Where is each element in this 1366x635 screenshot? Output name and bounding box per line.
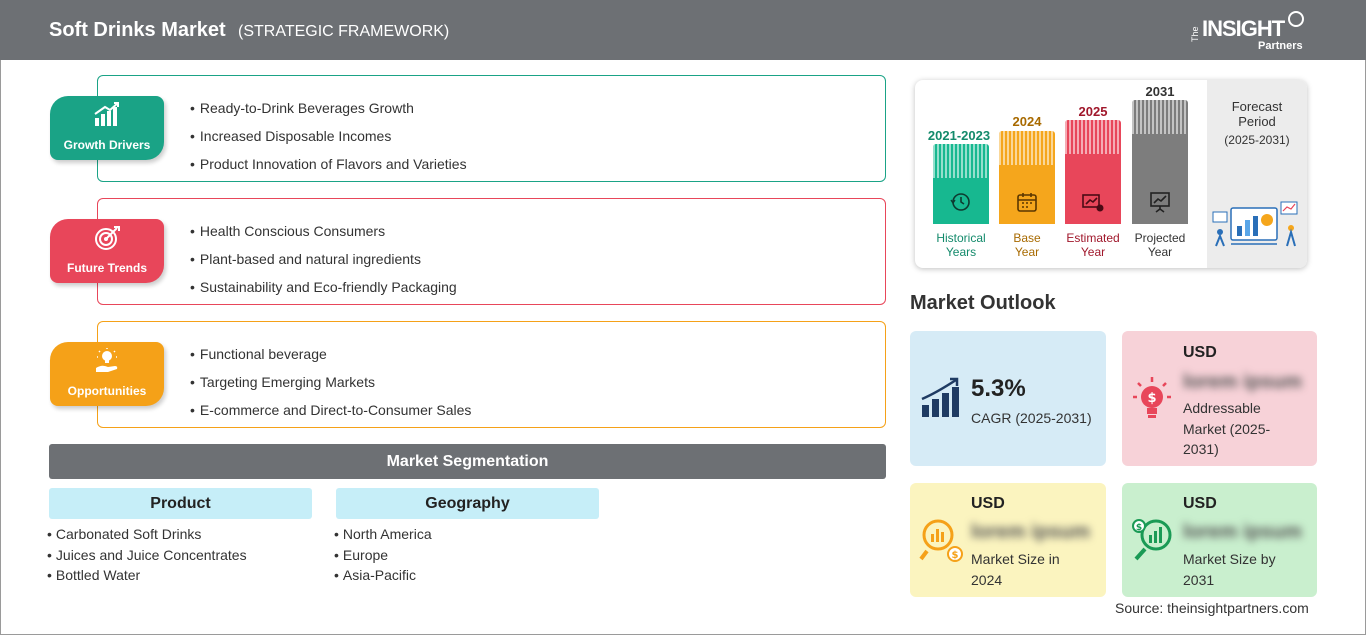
future-trends-badge: Future Trends bbox=[50, 219, 164, 283]
presentation-icon bbox=[1150, 192, 1170, 213]
opportunities-badge: Opportunities bbox=[50, 342, 164, 406]
svg-text:$: $ bbox=[1147, 391, 1156, 406]
magnifier-chart-icon: $ bbox=[919, 519, 963, 562]
cagr-card: 5.3% CAGR (2025-2031) bbox=[910, 331, 1106, 466]
market-outlook-title: Market Outlook bbox=[910, 292, 1056, 314]
growth-drivers-list: Ready-to-Drink Beverages Growth Increase… bbox=[190, 94, 467, 178]
size-2024-label: Market Size in 2024 bbox=[971, 551, 1060, 588]
market-size-2024-card: USD lorem ipsum $ Market Size in 2024 bbox=[910, 483, 1106, 597]
magnifier-growth-icon: $ bbox=[1132, 519, 1172, 561]
calendar-icon bbox=[1017, 193, 1037, 212]
list-item: Ready-to-Drink Beverages Growth bbox=[190, 94, 467, 122]
addressable-label: Addressable Market (2025- 2031) bbox=[1183, 400, 1271, 457]
size-2031-value: lorem ipsum bbox=[1183, 521, 1302, 543]
cagr-label: CAGR (2025-2031) bbox=[971, 410, 1092, 426]
list-item: Targeting Emerging Markets bbox=[190, 368, 471, 396]
opportunities-box: Functional beverage Targeting Emerging M… bbox=[97, 321, 886, 428]
idea-hand-icon bbox=[96, 348, 118, 372]
cagr-value: 5.3% bbox=[971, 375, 1026, 402]
size-2031-label: Market Size by 2031 bbox=[1183, 551, 1276, 588]
page-title: Soft Drinks Market bbox=[49, 19, 226, 41]
logo-the: The bbox=[1190, 26, 1200, 42]
timeline-year-projected: 2031 bbox=[1145, 84, 1175, 99]
header-bar: Soft Drinks Market (STRATEGIC FRAMEWORK)… bbox=[0, 0, 1366, 60]
timeline-year-estimated: 2025 bbox=[1078, 104, 1108, 119]
badge-label: Opportunities bbox=[67, 384, 147, 398]
segment-product-header: Product bbox=[49, 488, 312, 519]
list-item: Carbonated Soft Drinks bbox=[47, 524, 247, 545]
logo-bulb-icon bbox=[1288, 11, 1304, 27]
insight-partners-logo[interactable]: The INSIGHT Partners bbox=[1190, 10, 1310, 54]
size-2024-value: lorem ipsum bbox=[971, 521, 1090, 543]
growth-drivers-box: Ready-to-Drink Beverages Growth Increase… bbox=[97, 75, 886, 182]
growth-chart-icon bbox=[94, 102, 119, 126]
size-2024-currency: USD bbox=[971, 495, 1005, 512]
addressable-value: lorem ipsum bbox=[1183, 371, 1302, 393]
list-item: Health Conscious Consumers bbox=[190, 217, 457, 245]
list-item: Functional beverage bbox=[190, 340, 471, 368]
list-item: Asia-Pacific bbox=[334, 565, 432, 586]
market-segmentation-bar: Market Segmentation bbox=[49, 444, 886, 479]
badge-label: Future Trends bbox=[66, 261, 147, 275]
list-item: E-commerce and Direct-to-Consumer Sales bbox=[190, 396, 472, 424]
segment-geography-list: North America Europe Asia-Pacific bbox=[334, 524, 432, 586]
svg-text:$: $ bbox=[952, 550, 959, 561]
timeline-bar-projected bbox=[1132, 100, 1188, 224]
estimate-chart-icon bbox=[1082, 194, 1104, 212]
growth-bars-icon bbox=[921, 377, 959, 417]
logo-insight: INSIGHT bbox=[1202, 16, 1285, 41]
history-icon bbox=[950, 193, 970, 211]
timeline-bar-estimated bbox=[1065, 120, 1121, 224]
page-subtitle: (STRATEGIC FRAMEWORK) bbox=[238, 23, 450, 40]
timeline-year-historical: 2021-2023 bbox=[927, 128, 991, 143]
growth-drivers-badge: Growth Drivers bbox=[50, 96, 164, 160]
list-item: Bottled Water bbox=[47, 565, 247, 586]
analytics-illustration-icon bbox=[1212, 201, 1298, 247]
list-item: Sustainability and Eco-friendly Packagin… bbox=[190, 273, 457, 301]
source-credit: Source: theinsightpartners.com bbox=[1115, 600, 1309, 616]
size-2031-currency: USD bbox=[1183, 495, 1217, 512]
list-item: North America bbox=[334, 524, 432, 545]
list-item: Increased Disposable Incomes bbox=[190, 122, 467, 150]
svg-text:$: $ bbox=[1136, 523, 1142, 533]
segment-geography-header: Geography bbox=[336, 488, 599, 519]
addressable-market-card: USD lorem ipsum $ Addressable Market (20… bbox=[1122, 331, 1317, 466]
segment-product-list: Carbonated Soft Drinks Juices and Juice … bbox=[47, 524, 247, 586]
forecast-period-range: (2025-2031) bbox=[1224, 133, 1290, 147]
timeline-bar-base bbox=[999, 131, 1055, 224]
future-trends-box: Health Conscious Consumers Plant-based a… bbox=[97, 198, 886, 305]
list-item: Juices and Juice Concentrates bbox=[47, 545, 247, 566]
list-item: Plant-based and natural ingredients bbox=[190, 245, 457, 273]
timeline-year-base: 2024 bbox=[1012, 114, 1042, 129]
opportunities-list: Functional beverage Targeting Emerging M… bbox=[190, 340, 472, 424]
timeline-bar-historical bbox=[933, 144, 989, 224]
dollar-bulb-icon: $ bbox=[1133, 377, 1171, 418]
list-item: Europe bbox=[334, 545, 432, 566]
addressable-currency: USD bbox=[1183, 344, 1217, 361]
badge-label: Growth Drivers bbox=[63, 138, 151, 152]
future-trends-list: Health Conscious Consumers Plant-based a… bbox=[190, 217, 457, 301]
target-icon bbox=[95, 226, 120, 250]
logo-partners: Partners bbox=[1258, 40, 1303, 52]
market-size-2031-card: USD lorem ipsum $ Market Size by 2031 bbox=[1122, 483, 1317, 597]
list-item: Product Innovation of Flavors and Variet… bbox=[190, 150, 467, 178]
